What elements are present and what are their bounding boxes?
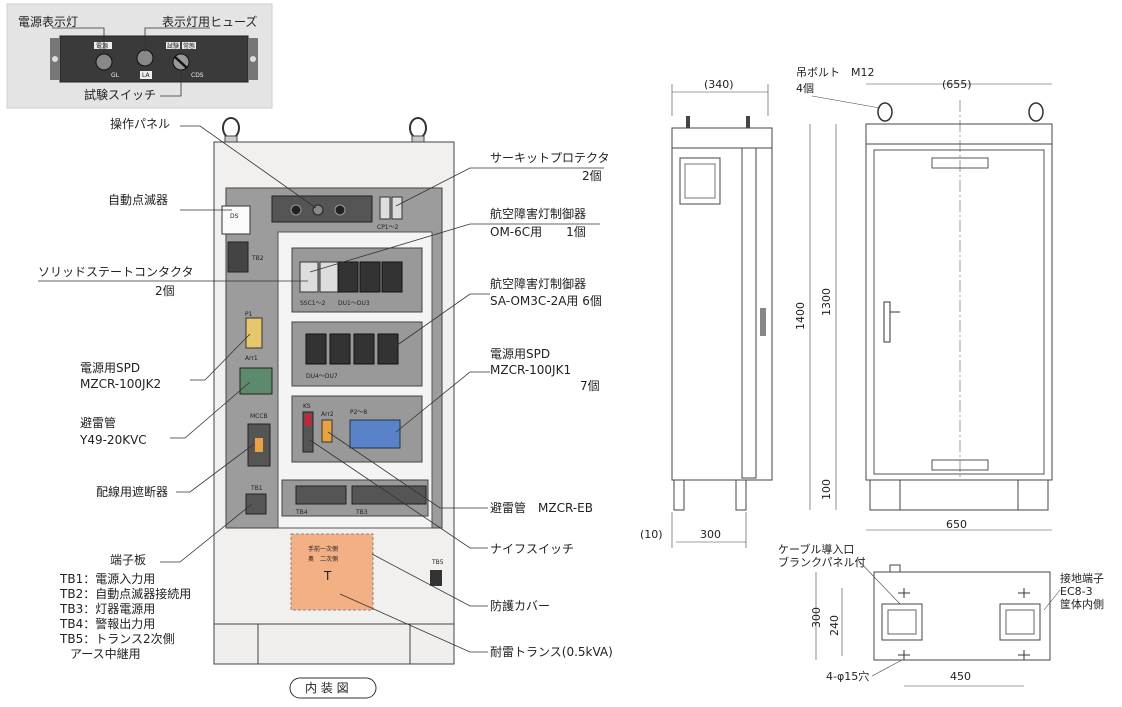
om-label: 航空障害灯制御器 xyxy=(490,206,586,221)
tb4-code: TB4 xyxy=(295,509,308,516)
tb-list-2: TB2：自動点滅器接続用 xyxy=(59,586,191,601)
arrester-left-label: 避雷管 xyxy=(80,415,116,430)
cp-code: CP1～2 xyxy=(377,224,399,231)
transformer-secondary: 奥 二次側 xyxy=(308,555,338,563)
inset-lamp-title: 電源表示灯 xyxy=(18,15,78,29)
height-total: 1400 xyxy=(794,302,807,330)
p2-code: P2～8 xyxy=(350,409,367,416)
tb-list-6: アース中継用 xyxy=(70,646,141,661)
arrester-right-label: 避雷管 MZCR-EB xyxy=(490,500,593,515)
om-model: OM-6C用 1個 xyxy=(490,225,586,239)
bottom-height: 300 xyxy=(810,607,823,628)
lifting-eye-icon xyxy=(222,117,240,139)
transformer-label: 耐雷トランス(0.5kVA) xyxy=(490,645,613,659)
fuse-holder-icon xyxy=(136,49,154,67)
lifting-eye-icon xyxy=(409,117,427,139)
terminal-label: 端子板 xyxy=(110,553,146,567)
arr1-code: Arr1 xyxy=(245,355,258,362)
operation-panel-inset: 電源 GL LA 試験 常態 CDS 電源表示灯 表示灯用ヒューズ 試験スイッチ xyxy=(6,3,273,109)
tb-list-3: TB3：灯器電源用 xyxy=(59,602,155,616)
spd-right-label: 電源用SPD xyxy=(490,347,550,361)
cp-label: サーキットプロテクタ xyxy=(490,151,610,165)
op-panel-label: 操作パネル xyxy=(110,116,170,131)
sa-label: 航空障害灯制御器 xyxy=(490,276,586,291)
layout-caption: 内 装 図 xyxy=(305,681,349,695)
front-width-top: (655) xyxy=(942,78,972,91)
power-lamp-icon xyxy=(95,53,113,71)
cover-label: 防護カバー xyxy=(490,598,550,613)
inset-test-title: 試験スイッチ xyxy=(84,87,156,102)
height-base: 100 xyxy=(820,479,833,500)
cable-entry-blank: ブランクパネル付 xyxy=(778,555,865,569)
tb-list-4: TB4：警報出力用 xyxy=(59,616,155,631)
front-view: 吊ボルト M12 4個 (655) 1400 1300 100 650 xyxy=(794,66,1053,531)
cable-entry-label: ケーブル導入口 xyxy=(778,542,854,556)
du4-code: DU4～DU7 xyxy=(306,373,338,380)
arrester-left-model: Y49-20KVC xyxy=(79,433,147,447)
p1-code: P1 xyxy=(245,311,253,318)
inset-gl-label: GL xyxy=(111,72,120,79)
transformer-primary: 手前一次側 xyxy=(308,545,338,553)
front-width: 650 xyxy=(946,518,967,531)
knife-label: ナイフスイッチ xyxy=(490,542,574,556)
tb5-code: TB5 xyxy=(431,559,444,566)
height-body: 1300 xyxy=(820,288,833,316)
earth-label: 接地端子 xyxy=(1060,572,1104,585)
mccb-code: MCCB xyxy=(250,413,268,420)
ks-code: KS xyxy=(303,403,311,410)
arr2-code: Arr2 xyxy=(321,411,334,418)
cp-count: 2個 xyxy=(582,169,602,183)
transformer-symbol: T xyxy=(323,569,332,583)
du1-code: DU1～DU3 xyxy=(338,300,370,307)
tb3-code: TB3 xyxy=(355,509,368,516)
side-width-top: (340) xyxy=(704,78,734,91)
tb2-code: TB2 xyxy=(251,255,264,262)
ssr-count: 2個 xyxy=(155,284,175,298)
internal-layout: CP1～2 DS TB2 SSC1～2 DU1～DU3 DU4～DU7 KS A… xyxy=(213,117,455,699)
tb1-code: TB1 xyxy=(250,485,263,492)
spd-right-model: MZCR-100JK1 xyxy=(490,363,571,377)
side-width: 300 xyxy=(700,528,721,541)
breaker-label: 配線用遮断器 xyxy=(96,484,168,499)
bolt-label: 吊ボルト M12 xyxy=(796,66,875,79)
earth-model: EC8-3 xyxy=(1060,585,1093,598)
spd-left-label: 電源用SPD xyxy=(80,361,140,375)
ssr-label: ソリッドステートコンタクタ xyxy=(38,265,194,279)
inset-test-label: 試験 xyxy=(167,42,179,50)
inset-fuse-title: 表示灯用ヒューズ xyxy=(162,14,257,29)
ssc-code: SSC1～2 xyxy=(300,300,326,307)
inset-cds-label: CDS xyxy=(191,72,204,79)
side-foot: (10) xyxy=(640,528,663,541)
inset-la-label: LA xyxy=(142,72,150,79)
side-view: (340) 300 (10) xyxy=(640,78,773,548)
tb-list-1: TB1：電源入力用 xyxy=(59,572,155,586)
sa-model: SA-OM3C-2A用 6個 xyxy=(490,294,602,308)
tb-list-5: TB5：トランス2次側 xyxy=(59,632,175,646)
auto-blink-label: 自動点滅器 xyxy=(108,193,168,207)
bolt-count: 4個 xyxy=(796,82,814,95)
inset-power-label: 電源 xyxy=(96,42,108,50)
bottom-width: 450 xyxy=(950,670,971,683)
earth-position: 筐体内側 xyxy=(1060,597,1104,611)
inset-normal-label: 常態 xyxy=(183,42,195,50)
spd-right-count: 7個 xyxy=(580,379,600,393)
ds-code: DS xyxy=(230,213,239,220)
left-callouts: 操作パネル 自動点滅器 ソリッドステートコンタクタ 2個 電源用SPD MZCR… xyxy=(38,116,317,661)
bottom-hole-label: 4-φ15穴 xyxy=(826,669,869,683)
spd-left-model: MZCR-100JK2 xyxy=(80,377,161,391)
bottom-inner-height: 240 xyxy=(828,615,841,636)
bottom-view: ケーブル導入口 ブランクパネル付 接地端子 EC8-3 筐体内側 300 240… xyxy=(778,542,1104,687)
right-callouts: サーキットプロテクタ 2個 航空障害灯制御器 OM-6C用 1個 航空障害灯制御… xyxy=(309,151,613,659)
